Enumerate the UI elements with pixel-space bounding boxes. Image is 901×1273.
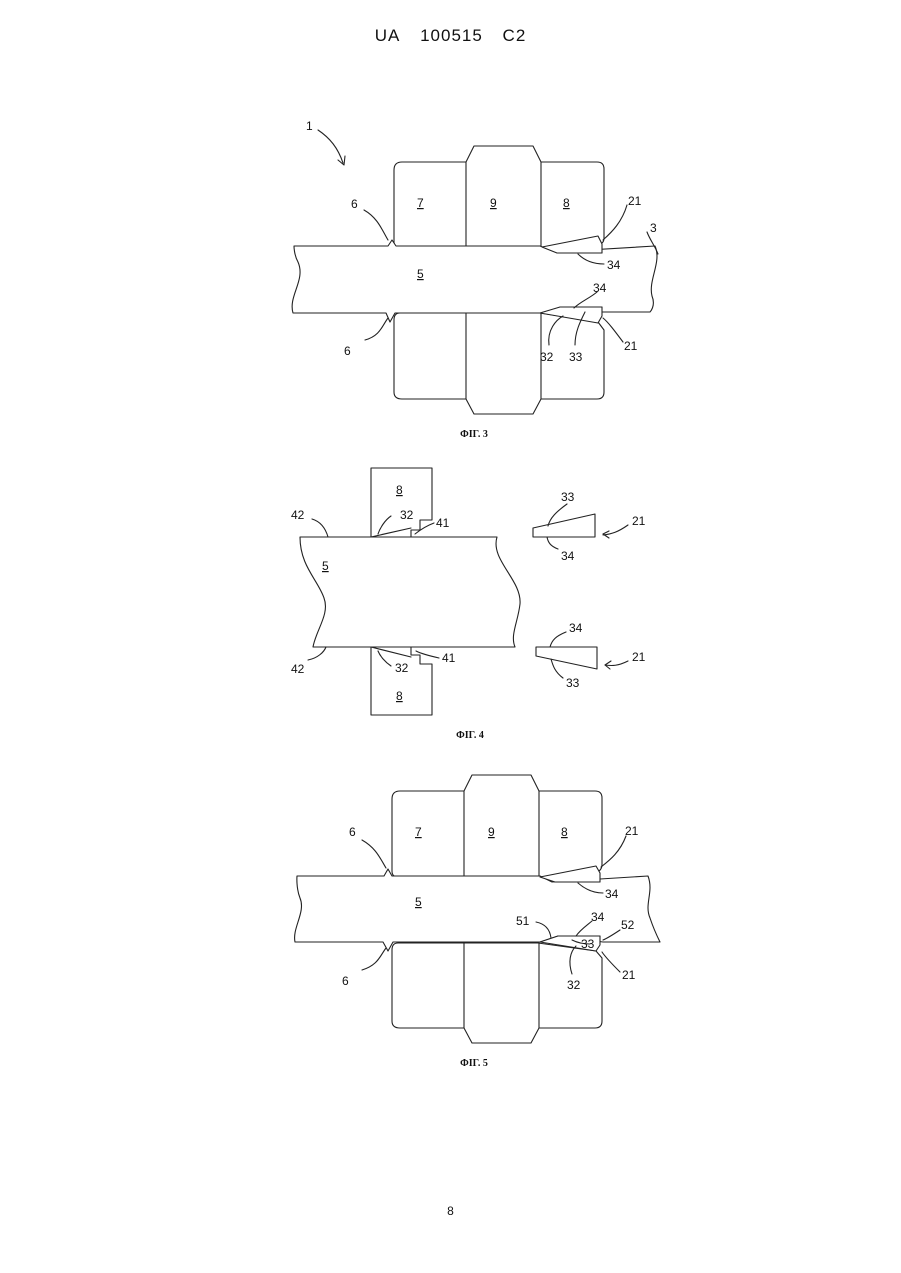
fig4-label-33-top: 33 [561,490,575,504]
fig3-label-6-bottom: 6 [344,344,351,358]
fig3-label-8: 8 [563,196,570,210]
fig4-label-5: 5 [322,559,329,573]
fig5-label-52: 52 [621,918,635,932]
fig4-upper-wedge [533,514,595,537]
fig5-label-6-bottom: 6 [342,974,349,988]
fig3-label-6-top: 6 [351,197,358,211]
fig3-leader-21-bottom [603,318,623,342]
fig3-caption: ФІГ. 3 [460,429,488,440]
fig4-leader-34-top [547,537,558,549]
figure-3: 1 7 9 8 6 21 3 34 5 34 6 21 32 33 ФІГ. 3 [292,119,658,440]
fig4-lower-wedge [536,647,597,669]
fig4-label-8-top: 8 [396,483,403,497]
fig4-pipe [300,537,520,647]
fig4-upper-block [371,468,432,537]
fig5-label-34-bottom: 34 [591,910,605,924]
fig4-label-42-bottom: 42 [291,662,305,676]
fig3-upper-block [394,146,604,248]
fig4-leader-21-top [603,525,628,535]
fig5-leader-6-bottom [362,948,386,970]
fig4-label-41-bottom: 41 [442,651,456,665]
fig3-label-32: 32 [540,350,554,364]
fig5-label-21-bottom: 21 [622,968,636,982]
fig5-label-34-top: 34 [605,887,619,901]
fig3-label-34-top: 34 [607,258,621,272]
fig5-caption: ФІГ. 5 [460,1058,488,1069]
fig3-leader-6-top [364,210,388,240]
fig5-label-9: 9 [488,825,495,839]
fig4-lower-block [371,647,432,715]
fig5-label-8: 8 [561,825,568,839]
page-number: 8 [0,1204,901,1218]
fig4-label-21-top: 21 [632,514,646,528]
fig3-label-5: 5 [417,267,424,281]
fig4-label-32-bottom: 32 [395,661,409,675]
fig5-leader-6-top [362,840,386,868]
figure-5: 7 9 8 6 21 34 5 51 34 52 33 6 21 32 ФІГ.… [295,775,660,1069]
fig4-label-34-top: 34 [561,549,575,563]
fig4-caption: ФІГ. 4 [456,730,484,741]
fig4-label-34-bottom: 34 [569,621,583,635]
fig4-label-41-top: 41 [436,516,450,530]
fig4-leader-42-bottom [308,647,326,660]
fig3-label-9: 9 [490,196,497,210]
fig5-label-32: 32 [567,978,581,992]
fig4-leader-42-top [312,519,328,537]
fig3-leader-21-top [603,205,627,240]
fig4-label-42-top: 42 [291,508,305,522]
fig3-leader-6-bottom [365,318,388,340]
fig5-label-33: 33 [581,937,595,951]
figure-4: 8 32 41 42 5 33 21 34 34 21 41 32 42 33 … [291,468,646,741]
fig5-label-21-top: 21 [625,824,639,838]
fig3-label-21-top: 21 [628,194,642,208]
fig3-label-7: 7 [417,196,424,210]
fig3-label-21-bottom: 21 [624,339,638,353]
fig5-label-6-top: 6 [349,825,356,839]
fig5-label-51: 51 [516,914,530,928]
fig3-leader-1 [318,130,343,163]
fig5-leader-21-bottom [602,952,620,972]
fig4-label-21-bottom: 21 [632,650,646,664]
fig3-arrowhead-1 [338,156,345,165]
fig4-leader-34-bottom [550,632,566,647]
fig5-label-7: 7 [415,825,422,839]
fig4-label-33-bottom: 33 [566,676,580,690]
fig3-label-3: 3 [650,221,657,235]
fig3-label-1: 1 [306,119,313,133]
fig3-label-34-bottom: 34 [593,281,607,295]
fig5-upper-block [392,775,602,877]
fig3-label-33: 33 [569,350,583,364]
fig4-label-8-bottom: 8 [396,689,403,703]
fig4-label-32-top: 32 [400,508,414,522]
fig5-leader-21-top [601,836,626,867]
fig5-label-5: 5 [415,895,422,909]
